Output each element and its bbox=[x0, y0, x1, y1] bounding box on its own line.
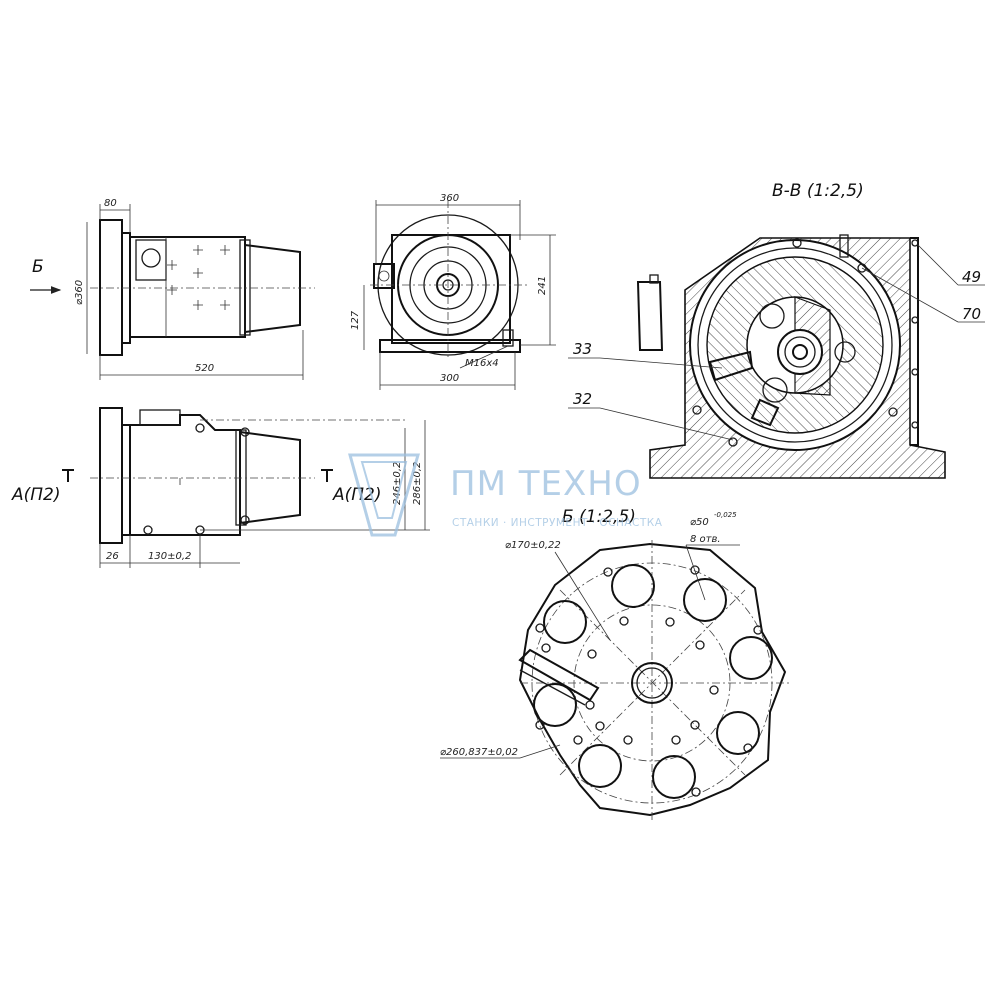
section-vv: В-В (1:2,5) 49 70 bbox=[568, 181, 985, 479]
dim-dia-170: ⌀170±0,22 bbox=[505, 540, 561, 551]
callout-33: 33 bbox=[573, 340, 592, 358]
dim-m16: M16x4 bbox=[465, 358, 499, 369]
watermark: ПМ ТЕХНО СТАНКИ · ИНСТРУМЕНТ · ОСНАСТКА bbox=[348, 453, 663, 537]
dim-dia-50-tol: -0,025 bbox=[714, 511, 737, 519]
view-b: Б (1:2,5) bbox=[440, 507, 790, 820]
plan-view: 26 130±0,2 246±0,2 286±0,2 А(П2) А(П2) bbox=[11, 407, 430, 568]
dim-dia-260: ⌀260,837±0,02 bbox=[440, 747, 518, 758]
dim-286: 286±0,2 bbox=[412, 462, 423, 505]
dim-8-holes: 8 отв. bbox=[690, 534, 721, 545]
dim-520: 520 bbox=[195, 363, 214, 374]
dim-130: 130±0,2 bbox=[148, 551, 191, 562]
dim-26: 26 bbox=[106, 551, 119, 562]
callout-70: 70 bbox=[962, 305, 981, 323]
large-holes bbox=[533, 564, 773, 799]
dim-127: 127 bbox=[350, 310, 361, 330]
view-arrow-b: Б bbox=[32, 257, 44, 277]
callout-32: 32 bbox=[573, 390, 592, 408]
section-a-left: А(П2) bbox=[11, 485, 61, 505]
dim-dia-50: ⌀50 bbox=[690, 517, 709, 528]
watermark-brand: ПМ ТЕХНО bbox=[450, 464, 642, 504]
callout-49: 49 bbox=[962, 268, 981, 286]
dim-dia-360: ⌀360 bbox=[74, 280, 85, 305]
section-vv-title: В-В (1:2,5) bbox=[772, 181, 864, 201]
dim-246: 246±0,2 bbox=[392, 462, 403, 505]
front-view: 360 241 127 300 M16x4 bbox=[350, 193, 556, 390]
bolt-crosses bbox=[167, 245, 230, 310]
side-view-top: 80 ⌀360 520 Б bbox=[30, 198, 315, 380]
dim-360-top: 360 bbox=[440, 193, 459, 204]
watermark-tagline: СТАНКИ · ИНСТРУМЕНТ · ОСНАСТКА bbox=[452, 517, 663, 529]
dim-241: 241 bbox=[537, 276, 548, 295]
dim-80: 80 bbox=[104, 198, 117, 209]
view-b-title: Б (1:2,5) bbox=[562, 507, 636, 527]
watermark-logo-icon bbox=[348, 453, 420, 537]
dim-300: 300 bbox=[440, 373, 459, 384]
